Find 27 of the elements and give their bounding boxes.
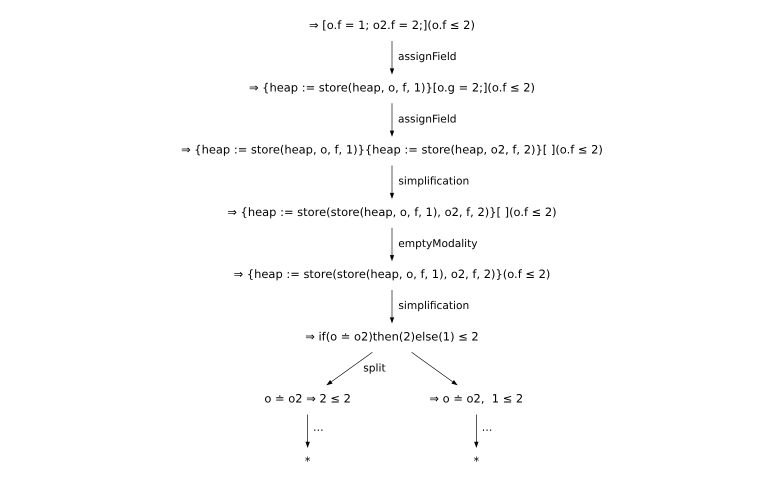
node-text: ⇒ {heap := store(heap, o, f, 1)}{heap := store(heap, o2, f, 2)}[ ](o.f ≤ 2) [181,142,603,157]
arrow [305,414,310,448]
arrow [390,290,394,324]
arrow [326,352,373,386]
arrow [390,165,394,200]
edge-label: assignField [398,50,457,64]
edge-label: ⋯ [313,423,324,436]
arrow [390,227,394,262]
arrow [390,40,394,75]
edge-label: assignField [398,112,457,126]
edge-label: ⋯ [482,423,492,436]
node-text: ⇒ [o.f = 1; o2.f = 2;](o.f ≤ 2) [309,18,475,32]
node-text: ⇒ o ≐ o2, 1 ≤ 2 [429,392,524,406]
node-text: o ≐ o2 ⇒ 2 ≤ 2 [264,392,351,406]
arrow [390,102,394,137]
node-text: * [304,454,311,468]
arrow [474,414,479,448]
edge-label: simplification [398,299,470,312]
edge-label: emptyModality [398,236,478,250]
node-text: ⇒ {heap := store(store(heap, o, f, 1), o2, f, 2)}(o.f ≤ 2) [234,267,550,282]
node-text: * [473,454,480,468]
edge-label: simplification [398,174,470,188]
node-text: ⇒ {heap := store(store(heap, o, f, 1), o2, f, 2)}[ ](o.f ≤ 2) [227,204,557,219]
arrow [411,352,458,386]
node-text: ⇒ {heap := store(heap, o, f, 1)}[o.g = 2;](o.f ≤ 2) [248,80,536,94]
edge-label: split [363,361,386,374]
node-text: ⇒ if(o ≐ o2)then(2)else(1) ≤ 2 [305,329,479,344]
